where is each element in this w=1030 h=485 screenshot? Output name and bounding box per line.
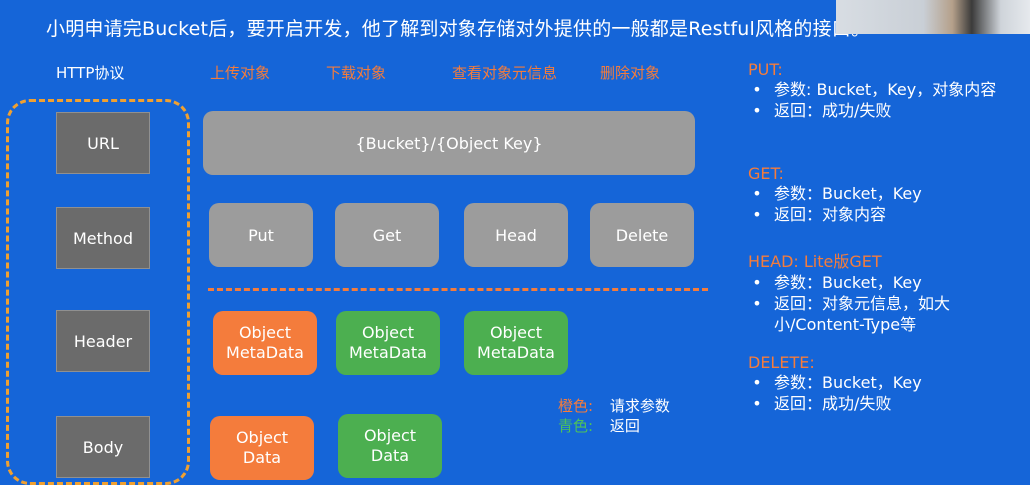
legend-orange: 橙色: 请求参数 [558,395,670,416]
legend-green-label: 青色: [558,417,594,435]
column-head-label: 查看对象元信息 [452,64,558,82]
put-description: PUT: •参数: Bucket，Key，对象内容 •返回：成功/失败 [748,60,1020,121]
head-method-box: Head [464,203,568,267]
put-return-item: 返回：成功/失败 [774,101,892,120]
put-metadata-tile: Object MetaData [213,311,317,375]
legend-green: 青色: 返回 [558,415,640,436]
head-metadata-tile: Object MetaData [464,311,568,375]
page-title: 小明申请完Bucket后，要开启开发，他了解到对象存储对外提供的一般都是Rest… [46,18,871,40]
bucket-object-key-bar: {Bucket}/{Object Key} [203,111,695,175]
get-param-item: 参数：Bucket，Key [774,184,922,203]
delete-title: DELETE: [748,353,815,372]
get-method-box: Get [335,203,439,267]
column-download-label: 下载对象 [326,64,387,82]
get-title: GET: [748,164,784,183]
put-data-tile: Object Data [210,416,314,480]
section-divider-dashed [208,288,708,291]
get-return-item: 返回：对象内容 [774,205,887,224]
column-delete-label: 删除对象 [600,64,661,82]
head-param-item: 参数：Bucket，Key [774,273,922,292]
put-title: PUT: [748,60,783,79]
head-title: HEAD: Lite版GET [748,252,882,271]
put-method-box: Put [209,203,313,267]
presenter-webcam-overlay [836,0,1030,34]
url-box: URL [56,112,150,174]
get-description: GET: •参数：Bucket，Key •返回：对象内容 [748,164,1020,225]
delete-return-item: 返回：成功/失败 [774,394,892,413]
delete-method-box: Delete [590,203,694,267]
head-description: HEAD: Lite版GET •参数：Bucket，Key •返回：对象元信息，… [748,248,1020,335]
legend-green-text: 返回 [609,417,640,435]
http-protocol-label: HTTP协议 [56,64,125,82]
delete-description: DELETE: •参数：Bucket，Key •返回：成功/失败 [748,353,1020,414]
method-box: Method [56,207,150,269]
get-metadata-tile: Object MetaData [336,311,440,375]
legend-orange-text: 请求参数 [609,397,670,415]
body-box: Body [56,416,150,478]
column-upload-label: 上传对象 [210,64,271,82]
legend-orange-label: 橙色: [558,397,594,415]
get-data-tile: Object Data [338,414,442,478]
header-box: Header [56,310,150,372]
put-param-item: 参数: Bucket，Key，对象内容 [774,80,997,99]
delete-param-item: 参数：Bucket，Key [774,373,922,392]
head-return-item: 返回：对象元信息，如大小/Content-Type等 [774,294,951,334]
